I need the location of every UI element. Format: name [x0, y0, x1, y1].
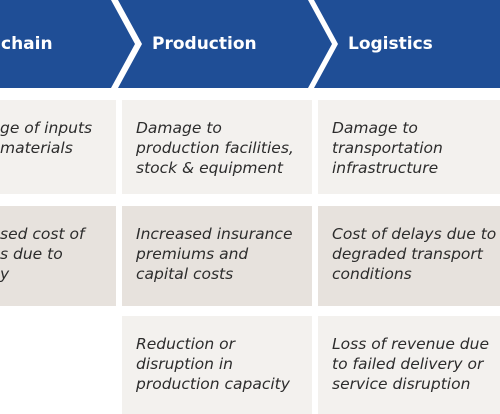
cell-line: transportation	[332, 139, 443, 157]
cell-line: Cost of delays due to	[332, 225, 497, 243]
cell-supply-damage-inputs: ge of inputs materials	[0, 100, 116, 194]
cell-line: Loss of revenue due	[332, 335, 489, 353]
cell-supply-increased-cost: sed cost of s due to y	[0, 206, 116, 306]
cell-line: conditions	[332, 265, 412, 283]
cell-line: infrastructure	[332, 159, 439, 177]
stage-label-production: Production	[152, 34, 257, 54]
cell-line: production facilities,	[136, 139, 294, 157]
cell-line: stock & equipment	[136, 159, 283, 177]
stage-chevrons	[0, 0, 500, 88]
cell-line: disruption in	[136, 355, 234, 373]
stage-label-supply-chain: y chain	[0, 34, 53, 54]
cell-line: materials	[0, 139, 73, 157]
cell-logistics-damage-infrastructure: Damage to transportation infrastructure	[318, 100, 500, 194]
cell-line: sed cost of	[0, 225, 85, 243]
cell-production-insurance-premiums: Increased insurance premiums and capital…	[122, 206, 312, 306]
cell-line: Damage to	[136, 119, 222, 137]
cell-line: to failed delivery or	[332, 355, 484, 373]
cell-line: premiums and	[136, 245, 249, 263]
chevron-production	[118, 0, 332, 88]
cell-line: ge of inputs	[0, 119, 93, 137]
cell-line: s due to	[0, 245, 63, 263]
cell-line: y	[0, 265, 10, 283]
cell-line: service disruption	[332, 375, 471, 393]
cell-line: Damage to	[332, 119, 418, 137]
cell-line: degraded transport	[332, 245, 483, 263]
cell-line: capital costs	[136, 265, 234, 283]
cell-production-capacity-reduction: Reduction or disruption in production ca…	[122, 316, 312, 414]
cell-logistics-cost-of-delays: Cost of delays due to degraded transport…	[318, 206, 500, 306]
stage-label-logistics: Logistics	[348, 34, 433, 54]
cell-line: Increased insurance	[136, 225, 293, 243]
cell-line: Reduction or	[136, 335, 235, 353]
cell-logistics-revenue-loss: Loss of revenue due to failed delivery o…	[318, 316, 500, 414]
chevron-supply-chain	[0, 0, 135, 88]
cell-production-damage-facilities: Damage to production facilities, stock &…	[122, 100, 312, 194]
chevron-logistics	[314, 0, 500, 88]
cell-line: production capacity	[136, 375, 290, 393]
